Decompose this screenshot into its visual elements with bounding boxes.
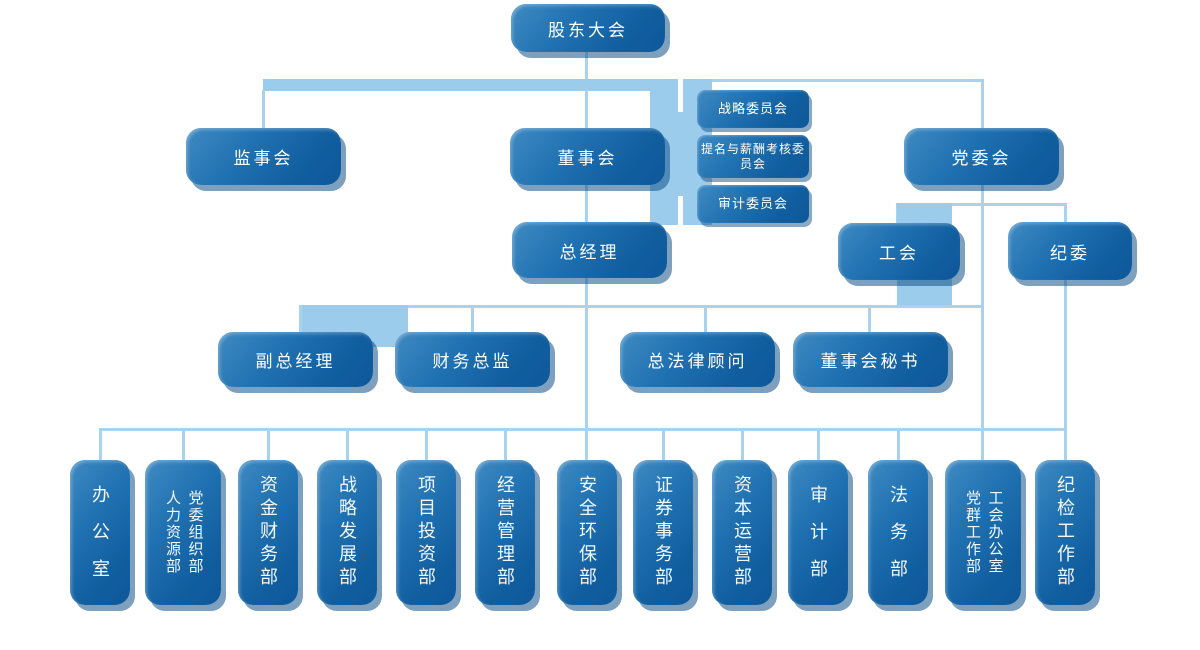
- connector-party-stub: [981, 82, 984, 128]
- org-node-label: 总法律顾问: [647, 352, 748, 371]
- dept-label: 安全环保部: [577, 475, 597, 590]
- org-node-labor-union: 工会: [838, 223, 960, 280]
- dept-label: 经营管理部: [495, 475, 515, 590]
- org-node-board-secretary: 董事会秘书: [793, 332, 948, 387]
- dept-box-securities-affairs: 证券事务部: [633, 460, 693, 605]
- org-node-label: 提名与薪酬考核委员会: [701, 141, 806, 171]
- org-node-discipline-commission: 纪委: [1008, 222, 1132, 280]
- connector-dept-stub-8: [662, 428, 665, 461]
- org-node-strategy-committee: 战略委员会: [697, 90, 809, 128]
- dept-label: 审计部: [808, 485, 828, 596]
- dept-box-finance: 资金财务部: [238, 460, 298, 605]
- decor-band-top: [263, 79, 712, 91]
- connector-secretary-stub: [868, 305, 871, 332]
- dept-label: 法务部: [888, 485, 908, 596]
- org-node-general-manager: 总经理: [512, 222, 667, 278]
- connector-dept-stub-6: [504, 428, 507, 461]
- dept-box-audit: 审计部: [788, 460, 848, 605]
- dept-label: 工会办公室 党群工作部: [961, 490, 1006, 575]
- org-node-nomination-remuneration-committee: 提名与薪酬考核委员会: [697, 135, 809, 178]
- connector-dept-stub-11: [897, 428, 900, 461]
- connector-dept-stub-5: [425, 428, 428, 461]
- org-node-party-committee: 党委会: [904, 128, 1059, 185]
- dept-box-project-investment: 项目投资部: [396, 460, 456, 605]
- connector-dept-stub-9: [741, 428, 744, 461]
- connector-deputy-gm-stub: [299, 305, 302, 332]
- dept-box-operations-management: 经营管理部: [475, 460, 535, 605]
- dept-label: 资本运营部: [732, 475, 752, 590]
- dept-label-col2: 党群工作部: [964, 490, 981, 575]
- connector-shareholders-down: [585, 52, 588, 82]
- dept-label: 资金财务部: [258, 475, 278, 590]
- org-node-label: 股东大会: [548, 20, 628, 40]
- org-node-cfo: 财务总监: [395, 332, 550, 387]
- dept-label: 党委组织部 人力资源部: [161, 490, 206, 575]
- org-node-label: 董事会: [557, 149, 618, 168]
- connector-dept-stub-2: [182, 428, 185, 461]
- dept-label-col2: 人力资源部: [164, 490, 181, 575]
- dept-label-col1: 工会办公室: [986, 490, 1004, 575]
- dept-box-safety-environment: 安全环保部: [557, 460, 617, 605]
- org-node-label: 党委会: [951, 149, 1012, 168]
- connector-dept-stub-10: [817, 428, 820, 461]
- org-node-label: 纪委: [1050, 243, 1090, 263]
- dept-label-col1: 党委组织部: [186, 490, 204, 575]
- org-node-label: 监事会: [233, 149, 294, 168]
- org-node-label: 战略委员会: [717, 100, 788, 116]
- org-node-label: 工会: [879, 244, 919, 263]
- dept-box-office: 办公室: [70, 460, 130, 605]
- connector-gm-down: [585, 278, 588, 460]
- connector-dept-stub-1: [99, 428, 102, 461]
- org-node-board-of-directors: 董事会: [510, 128, 665, 185]
- decor-gap-committees-top: [678, 79, 683, 112]
- dept-label: 证券事务部: [653, 475, 673, 590]
- org-node-label: 副总经理: [255, 352, 336, 371]
- dept-label: 纪检工作部: [1055, 475, 1075, 590]
- connector-party-down: [981, 185, 984, 460]
- org-node-label: 财务总监: [432, 352, 513, 371]
- connector-supervisory-stub: [262, 90, 265, 128]
- connector-dept-stub-4: [346, 428, 349, 461]
- connector-board-stub: [585, 90, 588, 128]
- connector-discipline-down: [1064, 203, 1067, 460]
- org-node-label: 审计委员会: [717, 195, 788, 211]
- org-node-deputy-general-manager: 副总经理: [218, 332, 373, 387]
- org-node-audit-committee: 审计委员会: [697, 185, 809, 223]
- org-node-label: 总经理: [559, 242, 620, 262]
- dept-label: 项目投资部: [416, 475, 436, 590]
- connector-cfo-stub: [471, 305, 474, 332]
- decor-gap-committees-bottom: [678, 196, 683, 225]
- org-node-label: 董事会秘书: [820, 352, 921, 371]
- dept-box-discipline-inspection-work: 纪检工作部: [1035, 460, 1095, 605]
- connector-union-discipline-horizontal: [897, 203, 1067, 206]
- dept-box-legal: 法务部: [868, 460, 928, 605]
- connector-gm-top-stub: [585, 185, 588, 222]
- dept-label: 战略发展部: [337, 475, 357, 590]
- dept-box-union-office-party-mass-work: 工会办公室 党群工作部: [945, 460, 1021, 605]
- connector-counsel-stub: [704, 305, 707, 332]
- org-node-supervisory-board: 监事会: [186, 128, 341, 185]
- dept-box-strategic-development: 战略发展部: [317, 460, 377, 605]
- org-node-shareholders-meeting: 股东大会: [511, 4, 665, 52]
- connector-row4-horizontal: [300, 305, 984, 308]
- org-node-chief-legal-counsel: 总法律顾问: [620, 332, 775, 387]
- dept-label: 办公室: [90, 485, 110, 596]
- dept-box-party-organization-hr: 党委组织部 人力资源部: [145, 460, 221, 605]
- dept-box-capital-operations: 资本运营部: [712, 460, 772, 605]
- connector-bottom-horizontal: [99, 428, 1067, 431]
- connector-dept-stub-3: [267, 428, 270, 461]
